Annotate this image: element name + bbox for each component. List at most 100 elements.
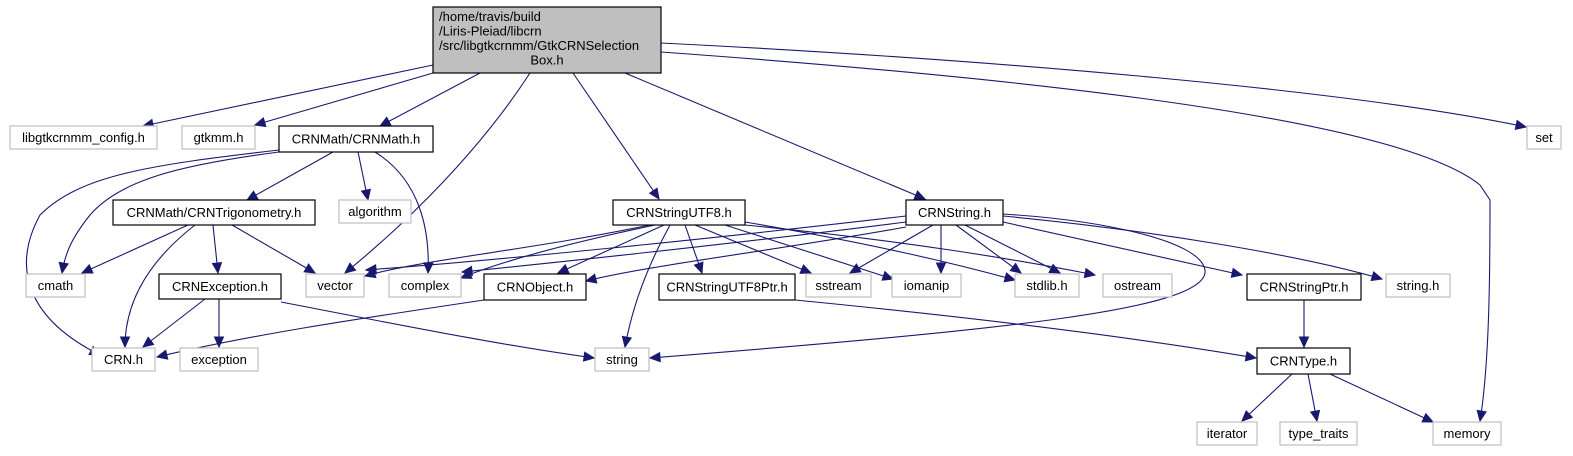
node-label: CRNObject.h — [497, 280, 574, 295]
node-crnmath[interactable]: CRNMath/CRNMath.h — [278, 125, 434, 153]
node-label: CRNMath/CRNTrigonometry.h — [127, 205, 302, 220]
arrowhead-icon — [693, 261, 704, 275]
arrowhead-icon — [881, 270, 895, 281]
node-type_traits: type_traits — [1279, 421, 1358, 446]
arrowhead-icon — [1370, 270, 1384, 282]
node-box — [1279, 421, 1358, 446]
arrowhead-icon — [1298, 336, 1310, 349]
node-label: cmath — [38, 278, 73, 293]
node-box — [1526, 125, 1562, 150]
arrowhead-icon — [1003, 272, 1017, 283]
node-box — [1385, 273, 1451, 298]
node-box — [905, 199, 1004, 226]
edge-line — [1241, 373, 1293, 422]
edge-line — [365, 215, 907, 271]
edge-line — [660, 51, 1491, 422]
node-box — [1196, 421, 1258, 446]
edge-line — [460, 224, 656, 279]
edge-crnstring-to-crnstringptr — [1002, 221, 1244, 278]
node-box — [805, 273, 872, 298]
edge-crnstring-to-string — [648, 213, 1206, 363]
edge-crnstring-to-ostream — [964, 224, 1062, 274]
node-box — [1246, 273, 1362, 301]
node-crntrig[interactable]: CRNMath/CRNTrigonometry.h — [112, 199, 316, 226]
edge-line — [61, 151, 280, 274]
node-crnexception[interactable]: CRNException.h — [158, 273, 282, 300]
arrowhead-icon — [213, 336, 225, 349]
node-label: string — [606, 352, 638, 367]
node-label: /home/travis/build — [439, 9, 541, 24]
edge-crnstringutf8-to-crnobject — [556, 224, 665, 274]
arrowhead-icon — [360, 188, 372, 202]
node-label: CRNException.h — [172, 279, 268, 294]
edge-crnstringutf8-to-complex — [459, 224, 656, 279]
edge-line — [231, 224, 316, 274]
node-label: CRNStringPtr.h — [1260, 280, 1349, 295]
edge-crnstringutf8-to-sstream — [694, 224, 813, 274]
node-label: algorithm — [348, 204, 401, 219]
edge-crntrig-to-vector — [231, 224, 317, 274]
edge-crnstring-to-complex — [460, 221, 907, 277]
arrowhead-icon — [119, 336, 131, 349]
edge-crntrig-to-crn — [119, 224, 196, 349]
arrowhead-icon — [80, 263, 94, 274]
edge-line — [649, 213, 1206, 359]
arrowhead-icon — [344, 262, 357, 274]
node-label: exception — [191, 352, 247, 367]
arrowhead-icon — [1244, 351, 1258, 362]
node-box — [179, 347, 259, 372]
node-crn: CRN.h — [91, 347, 156, 372]
node-label: vector — [317, 278, 353, 293]
node-crnstringutf8ptr[interactable]: CRNStringUTF8Ptr.h — [658, 273, 796, 301]
node-vector: vector — [305, 273, 365, 298]
node-iterator: iterator — [1196, 421, 1258, 446]
edge-line — [81, 224, 189, 274]
arrowhead-icon — [1476, 409, 1487, 423]
edge-line — [142, 298, 206, 348]
node-label: CRNType.h — [1270, 354, 1337, 369]
node-box — [158, 273, 282, 300]
node-exception: exception — [179, 347, 259, 372]
node-box — [338, 199, 412, 224]
node-stringh: string.h — [1385, 273, 1451, 298]
node-iomanip: iomanip — [891, 273, 962, 298]
edge-crnexception-to-exception — [213, 299, 225, 349]
edge-line — [280, 301, 595, 359]
node-crnstringptr[interactable]: CRNStringPtr.h — [1246, 273, 1362, 301]
node-sstream: sstream — [805, 273, 872, 298]
edge-line — [744, 221, 1016, 281]
arrowhead-icon — [245, 190, 259, 201]
edge-crnstringutf8-to-ostream — [744, 224, 1097, 279]
arrowhead-icon — [1514, 119, 1528, 131]
arrowhead-icon — [460, 265, 473, 277]
node-label: CRNStringUTF8.h — [626, 205, 731, 220]
node-crnstring[interactable]: CRNString.h — [905, 199, 1004, 226]
edge-line — [694, 224, 812, 274]
edge-crnexception-to-crn — [142, 298, 206, 348]
node-label: CRNMath/CRNMath.h — [292, 132, 421, 147]
arrowhead-icon — [848, 263, 862, 274]
edge-crnstring-to-stdlib — [955, 224, 1022, 274]
edge-line — [124, 224, 196, 348]
edge-crnstringutf8-to-stdlib — [744, 221, 1017, 283]
node-label: set — [1535, 130, 1553, 145]
node-label: CRNString.h — [918, 205, 991, 220]
node-label: iterator — [1207, 426, 1248, 441]
edge-crnstring-to-sstream — [848, 224, 934, 274]
node-box — [91, 347, 156, 372]
node-crntype[interactable]: CRNType.h — [1256, 347, 1351, 375]
node-label: sstream — [815, 278, 861, 293]
arrowhead-icon — [1241, 409, 1254, 422]
edge-line — [246, 151, 334, 201]
edge-crnmath-to-algorithm — [357, 151, 372, 202]
edge-crnstringutf8-to-crnstringutf8ptr — [684, 224, 704, 275]
arrowhead-icon — [303, 263, 317, 274]
node-crnstringutf8[interactable]: CRNStringUTF8.h — [612, 199, 746, 226]
node-crnobject[interactable]: CRNObject.h — [483, 273, 587, 301]
node-complex: complex — [388, 273, 462, 298]
node-label: CRN.h — [104, 352, 143, 367]
edge-line — [585, 226, 907, 282]
edge-crntrig-to-cmath — [80, 224, 189, 274]
node-root[interactable]: /home/travis/build/Liris-Pleiad/libcrn/s… — [432, 6, 662, 74]
edge-line — [557, 224, 665, 274]
